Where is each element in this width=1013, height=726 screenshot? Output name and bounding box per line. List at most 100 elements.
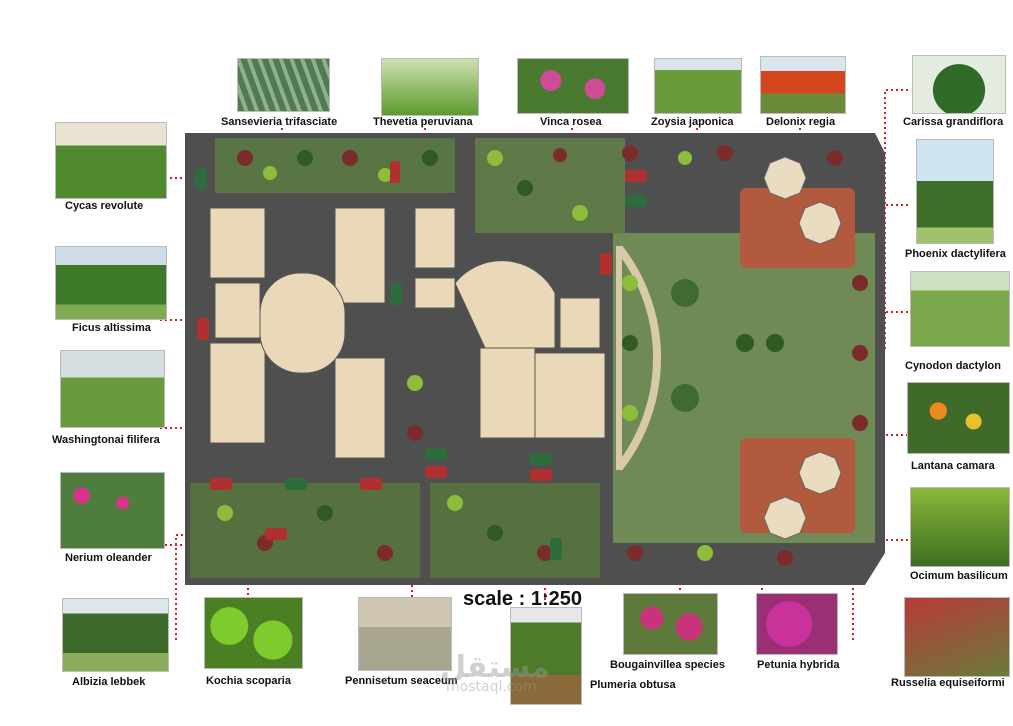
oleander-flower-photo (60, 472, 165, 549)
annex-curved-block (454, 260, 556, 349)
shrub (766, 334, 784, 352)
shrub (487, 150, 503, 166)
plant-label-carissa: Carissa grandiflora (903, 116, 1004, 128)
basil-photo (910, 487, 1010, 567)
annex-block-east (534, 352, 606, 439)
shrub (622, 335, 638, 351)
shrub (407, 425, 423, 441)
plant-label-cycas: Cycas revolute (65, 200, 144, 212)
carissa-shrub-photo (912, 55, 1006, 114)
thevetia-shrub-photo (381, 58, 479, 116)
plant-label-vinca: Vinca rosea (540, 116, 602, 128)
plant-label-phoenix: Phoenix dactylifera (905, 248, 1006, 260)
villa-wing-se (334, 357, 386, 459)
shrub (777, 550, 793, 566)
plant-label-zoysia: Zoysia japonica (651, 116, 734, 128)
plant-label-sansevieria: Sansevieria trifasciate (221, 116, 338, 128)
shrub (852, 275, 868, 291)
car (600, 253, 612, 275)
plant-label-cynodon: Cynodon dactylon (905, 360, 1001, 372)
shrubs (217, 145, 868, 566)
car (265, 528, 287, 540)
lawn-southwest (190, 483, 420, 578)
shrub (827, 150, 843, 166)
car (550, 538, 562, 560)
flame-tree-photo (760, 56, 846, 114)
zoysia-lawn-photo (654, 58, 742, 114)
plant-label-ficus: Ficus altissima (72, 322, 151, 334)
shrub (517, 180, 533, 196)
shrub (852, 415, 868, 431)
plant-label-washingtonia: Washingtonai filifera (52, 434, 160, 446)
shrub (378, 168, 392, 182)
shrub (736, 334, 754, 352)
pavilion-4 (763, 496, 807, 540)
bougainvillea-photo (623, 593, 718, 655)
shrub (671, 384, 699, 412)
vinca-flower-photo (517, 58, 629, 114)
villa-room-west (214, 282, 261, 339)
pavilion-2 (798, 201, 842, 245)
site-plan (185, 133, 885, 585)
shrub (678, 151, 692, 165)
annex-block-mid (414, 277, 456, 309)
shrub (622, 275, 638, 291)
shrub (377, 545, 393, 561)
shrub (622, 145, 638, 161)
shrub (263, 166, 277, 180)
shrub (422, 150, 438, 166)
washingtonia-palm-photo (60, 350, 165, 428)
shrub (572, 205, 588, 221)
car (425, 466, 447, 478)
shrub (317, 505, 333, 521)
shrub (671, 279, 699, 307)
villa-wing-ne (334, 207, 386, 304)
plant-label-ocimum: Ocimum basilicum (910, 570, 1008, 582)
shrub (447, 495, 463, 511)
cycas-palm-photo (55, 122, 167, 199)
car (625, 170, 647, 182)
villa-wing-sw (209, 342, 266, 444)
parked-cars (195, 161, 647, 560)
shrub (697, 545, 713, 561)
watermark: مستقل mostaql.com (440, 650, 550, 695)
plant-label-delonix: Delonix regia (766, 116, 836, 128)
petunia-photo (756, 593, 838, 655)
plant-label-albizia: Albizia lebbek (72, 676, 146, 688)
circular-path (615, 245, 662, 471)
villa-wing-nw (209, 207, 266, 279)
shrub (297, 150, 313, 166)
lawn-grass-photo (910, 271, 1010, 347)
shrub (342, 150, 358, 166)
shrub (237, 150, 253, 166)
date-palm-photo (916, 139, 994, 244)
annex-block-north (414, 207, 456, 269)
car (390, 283, 402, 305)
plant-label-bougainvillea: Bougainvillea species (610, 659, 725, 671)
plant-label-lantana: Lantana camara (911, 460, 995, 472)
shrub (852, 345, 868, 361)
shrub (627, 545, 643, 561)
car (195, 168, 207, 190)
car (285, 478, 307, 490)
watermark-arabic: مستقل (440, 650, 550, 685)
annex-block-south (479, 347, 536, 439)
shrub (622, 405, 638, 421)
car (210, 478, 232, 490)
car (530, 469, 552, 481)
lawn-northwest (215, 138, 455, 193)
car (360, 478, 382, 490)
grass-photo (358, 597, 452, 671)
pavilion-3 (798, 451, 842, 495)
plant-label-kochia: Kochia scoparia (206, 675, 291, 687)
plant-label-petunia: Petunia hybrida (757, 659, 840, 671)
shrub (487, 525, 503, 541)
car (390, 161, 400, 183)
plant-label-plumeria: Plumeria obtusa (590, 679, 676, 691)
sansevieria-photo (237, 58, 330, 112)
kochia-shrub-photo (204, 597, 303, 669)
villa-central-hall (259, 272, 346, 374)
watermark-latin: mostaql.com (446, 679, 537, 695)
plant-label-thevetia: Thevetia peruviana (373, 116, 473, 128)
car (425, 448, 447, 460)
